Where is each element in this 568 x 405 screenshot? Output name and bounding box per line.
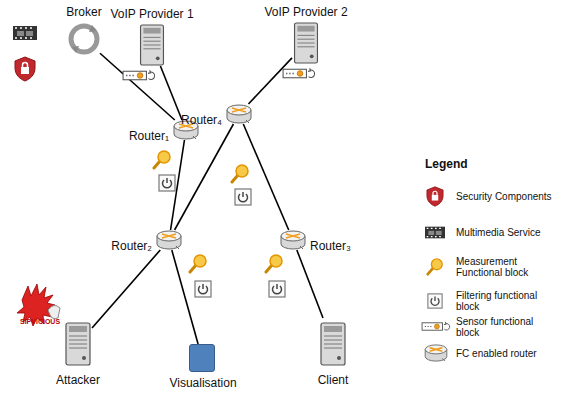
legend-text: FC enabled router bbox=[456, 348, 552, 359]
node-label: Broker bbox=[66, 5, 101, 19]
sipvicious-logo bbox=[17, 284, 60, 326]
filtering-icon bbox=[195, 281, 211, 297]
legend-text: Security Components bbox=[456, 191, 552, 202]
legend-text: Multimedia Service bbox=[456, 227, 552, 238]
router-icon bbox=[281, 231, 305, 249]
sensor-icon bbox=[283, 68, 315, 78]
network-node: Client bbox=[319, 318, 347, 370]
network-link bbox=[248, 58, 292, 104]
security-icon bbox=[15, 57, 35, 81]
network-node: Router₂ bbox=[156, 230, 182, 250]
network-link bbox=[175, 124, 234, 230]
node-label: Router₃ bbox=[310, 239, 351, 253]
legend-text: Sensor functional block bbox=[456, 316, 552, 338]
network-node: Attacker bbox=[64, 318, 92, 370]
network-link bbox=[160, 66, 182, 120]
filtering-icon bbox=[235, 189, 251, 205]
node-label: Client bbox=[318, 373, 349, 387]
measurement-icon bbox=[232, 165, 248, 182]
measurement-icon bbox=[154, 151, 170, 168]
legend-text: Measurement Functional block bbox=[456, 256, 552, 278]
node-label: Router₁ bbox=[129, 129, 169, 143]
node-label: Router₂ bbox=[111, 239, 152, 253]
server-icon bbox=[321, 323, 345, 365]
security-icon bbox=[427, 187, 443, 206]
server-icon bbox=[66, 323, 90, 365]
server-icon bbox=[141, 25, 164, 65]
network-node: Router₄ bbox=[226, 104, 252, 124]
node-label: VoIP Provider 2 bbox=[264, 5, 347, 19]
network-node: Router₃ bbox=[280, 230, 306, 250]
network-link bbox=[92, 250, 160, 328]
server-icon bbox=[295, 23, 318, 63]
visualisation-box: Visualisation bbox=[189, 344, 215, 372]
multimedia-icon bbox=[13, 26, 37, 40]
sensor-icon bbox=[123, 70, 155, 80]
legend-title: Legend bbox=[425, 158, 468, 171]
legend-text: Filtering functional block bbox=[456, 290, 552, 312]
node-label: VoIP Provider 1 bbox=[110, 7, 193, 21]
router-icon bbox=[157, 231, 181, 249]
network-node: Broker bbox=[68, 22, 100, 56]
measurement-icon bbox=[190, 255, 206, 272]
network-link bbox=[243, 124, 288, 230]
filtering-icon bbox=[428, 294, 442, 308]
router-icon bbox=[425, 345, 447, 361]
network-node: VoIP Provider 2 bbox=[292, 22, 320, 64]
logo-text: SIPVICIOUS bbox=[20, 318, 60, 326]
node-label: Router₄ bbox=[181, 113, 222, 127]
filtering-icon bbox=[159, 175, 175, 191]
node-label: Visualisation bbox=[169, 376, 236, 390]
node-label: Attacker bbox=[56, 373, 100, 387]
sensor-icon bbox=[422, 322, 450, 330]
measurement-icon bbox=[266, 255, 282, 272]
network-node: VoIP Provider 1 bbox=[138, 24, 166, 66]
filtering-icon bbox=[269, 281, 285, 297]
broker-icon bbox=[71, 25, 97, 53]
network-link bbox=[297, 250, 323, 318]
router-icon bbox=[227, 105, 251, 123]
multimedia-icon bbox=[425, 227, 445, 239]
measurement-icon bbox=[428, 259, 442, 274]
